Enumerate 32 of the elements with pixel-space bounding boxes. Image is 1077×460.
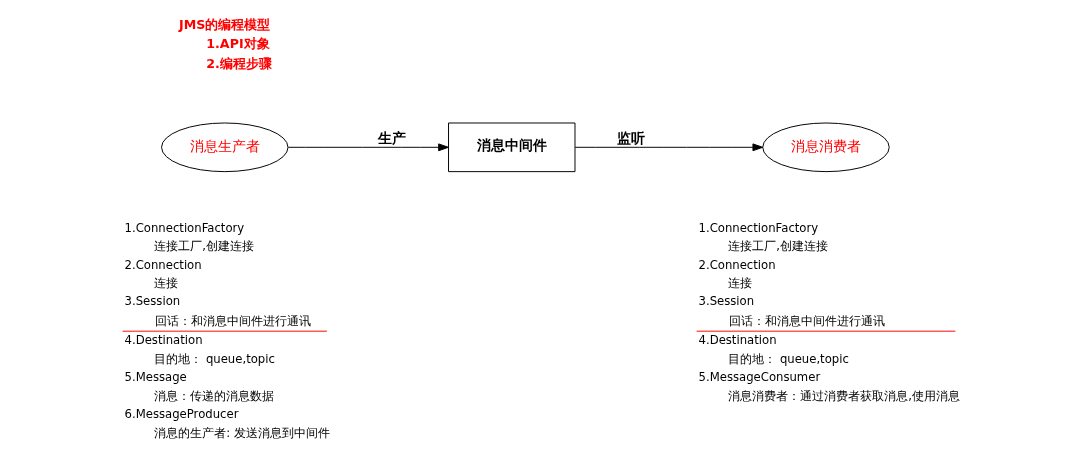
node-label: 4.Destination	[124, 333, 203, 348]
arrow	[287, 143, 449, 152]
node-box: 消息中间件	[447, 122, 575, 173]
node-label: 消息消费者：通过消费者获取消息,使用消息	[727, 388, 960, 403]
node-label: 连接	[727, 276, 752, 291]
node-label: 1.ConnectionFactory	[124, 220, 244, 235]
arrow	[574, 143, 763, 152]
node-label: 连接	[153, 276, 178, 291]
node-label: 4.Destination	[698, 333, 777, 348]
node-label: 5.MessageConsumer	[698, 370, 820, 385]
label: JMS的编程模型	[178, 17, 270, 33]
label: 1.API对象	[205, 36, 270, 52]
node-label: 3.Session	[124, 294, 180, 309]
node-label: 回话：和消息中间件进行通讯	[154, 313, 311, 328]
node-label: 6.MessageProducer	[124, 407, 238, 422]
node-ellipse: 消息生产者	[160, 122, 288, 173]
node-label: 5.Message	[124, 370, 187, 385]
node-label: 2.Connection	[124, 257, 202, 272]
node-label: 目的地： queue,topic	[727, 351, 849, 366]
node-ellipse: 消息消费者	[761, 122, 890, 173]
label: 2.编程步骤	[205, 55, 272, 71]
node-label: 2.Connection	[698, 257, 776, 272]
edge-label: 生产	[377, 129, 406, 146]
node-label: 1.ConnectionFactory	[698, 220, 818, 235]
node-label: 连接工厂,创建连接	[153, 239, 254, 254]
edge-label: 监听	[616, 129, 645, 146]
node-label: 消息的生产者: 发送消息到中间件	[153, 425, 330, 440]
node-label: 连接工厂,创建连接	[727, 239, 828, 254]
node-label: 消息：传递的消息数据	[153, 388, 274, 403]
node-label: 目的地： queue,topic	[153, 351, 275, 366]
node-label: 3.Session	[698, 294, 754, 309]
node-label: 回话：和消息中间件进行通讯	[728, 313, 885, 328]
